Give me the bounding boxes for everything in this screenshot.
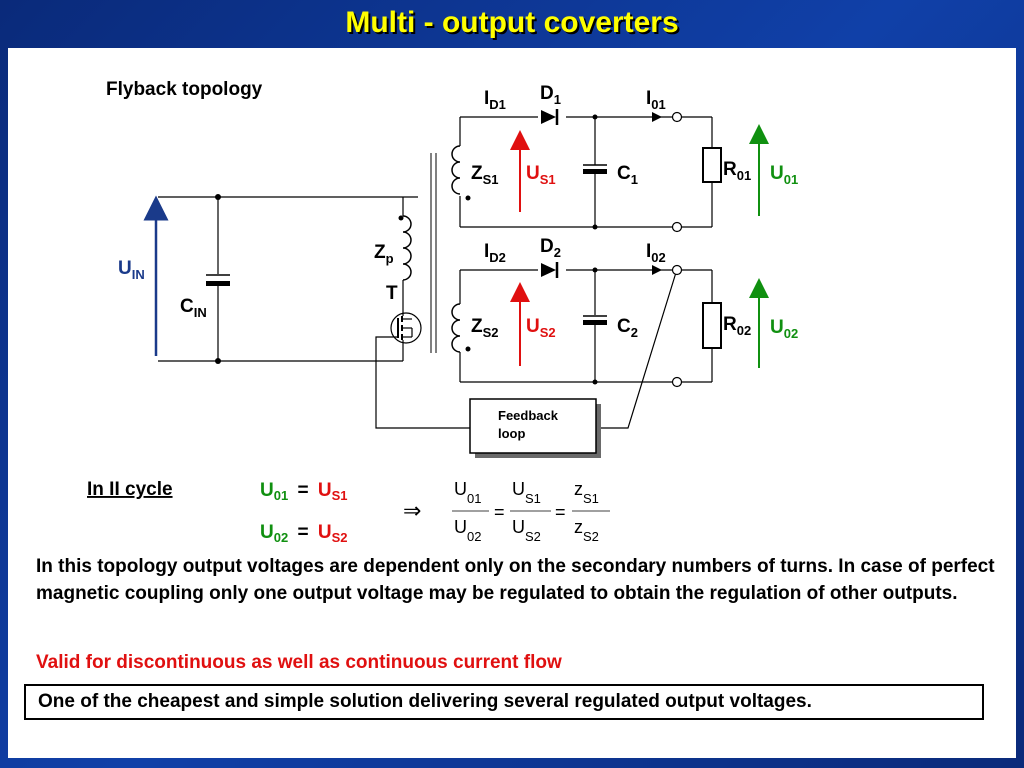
uin-label: UIN <box>118 258 145 282</box>
zp-label: Zp <box>374 242 394 266</box>
id2-label: ID2 <box>484 241 506 265</box>
svg-text:US1: US1 <box>512 479 541 506</box>
feedback-label-line1: Feedback <box>498 408 559 423</box>
zs2-label: ZS2 <box>471 316 499 340</box>
implies-symbol: ⇒ <box>403 499 421 524</box>
explanation-paragraph: In this topology output voltages are dep… <box>36 556 995 604</box>
output-terminal <box>671 376 683 388</box>
output-terminal <box>671 264 683 276</box>
transformer-core <box>430 153 437 353</box>
c1-label: C1 <box>617 163 638 187</box>
diagram-subtitle: Flyback topology <box>106 79 263 100</box>
svg-text:zS1: zS1 <box>574 479 599 506</box>
svg-text:=: = <box>555 502 566 522</box>
polarity-dot <box>465 346 471 352</box>
junction-dot <box>592 379 598 385</box>
junction-dot <box>592 267 598 273</box>
transistor-switch <box>390 312 422 344</box>
output-terminal <box>671 221 683 233</box>
polarity-dot <box>398 215 404 221</box>
c1-capacitor <box>583 164 607 174</box>
current-arrow <box>652 265 662 275</box>
content-panel: Flyback topology CIN UIN Zp T <box>8 48 1016 758</box>
polarity-dot <box>465 195 471 201</box>
flyback-circuit-diagram: Flyback topology CIN UIN Zp T <box>87 79 798 547</box>
secondary2-wiring <box>459 269 713 383</box>
cin-capacitor <box>206 274 230 286</box>
diode-d1 <box>541 109 559 125</box>
i02-label: I02 <box>646 241 666 265</box>
junction-dot <box>592 224 598 230</box>
svg-text:=: = <box>494 502 505 522</box>
feedback-label-line2: loop <box>498 426 525 441</box>
r01-label: R01 <box>723 159 751 183</box>
cycle-label: In II cycle <box>87 479 173 500</box>
u02-label: U02 <box>770 317 798 341</box>
us1-label: US1 <box>526 163 556 187</box>
junction-dot <box>215 194 221 200</box>
current-arrow <box>652 112 662 122</box>
primary-wiring <box>158 196 679 429</box>
output-terminal <box>671 111 683 123</box>
feedback-loop-box: Feedback loop <box>469 398 601 458</box>
c2-label: C2 <box>617 316 638 340</box>
secondary1-winding <box>451 145 471 201</box>
t-label: T <box>386 283 398 304</box>
secondary1-wiring <box>459 116 713 228</box>
equation-1: U01 = US1 <box>260 480 348 505</box>
i01-label: I01 <box>646 88 666 112</box>
junction-dot <box>592 114 598 120</box>
zs1-label: ZS1 <box>471 163 499 187</box>
svg-text:U02: U02 <box>454 517 481 544</box>
d1-label: D1 <box>540 83 561 107</box>
svg-text:US2: US2 <box>512 517 541 544</box>
cin-label: CIN <box>180 296 207 320</box>
r01-resistor <box>702 147 722 183</box>
r02-label: R02 <box>723 314 751 338</box>
svg-text:zS2: zS2 <box>574 517 599 544</box>
ratio-equation: U01 U02 = US1 US2 = zS1 zS2 <box>452 479 610 544</box>
c2-capacitor <box>583 315 607 325</box>
svg-text:U01: U01 <box>454 479 481 506</box>
validity-note: Valid for discontinuous as well as conti… <box>36 652 562 673</box>
junction-dot <box>215 358 221 364</box>
id1-label: ID1 <box>484 88 506 112</box>
primary-winding <box>398 215 412 281</box>
us2-label: US2 <box>526 316 556 340</box>
slide-title: Multi - output coverters <box>345 6 679 39</box>
summary-box: One of the cheapest and simple solution … <box>24 684 984 720</box>
r02-resistor <box>702 302 722 349</box>
diode-d2 <box>541 262 559 278</box>
secondary2-winding <box>451 303 471 353</box>
u01-label: U01 <box>770 163 798 187</box>
equation-2: U02 = US2 <box>260 522 348 547</box>
d2-label: D2 <box>540 236 561 260</box>
